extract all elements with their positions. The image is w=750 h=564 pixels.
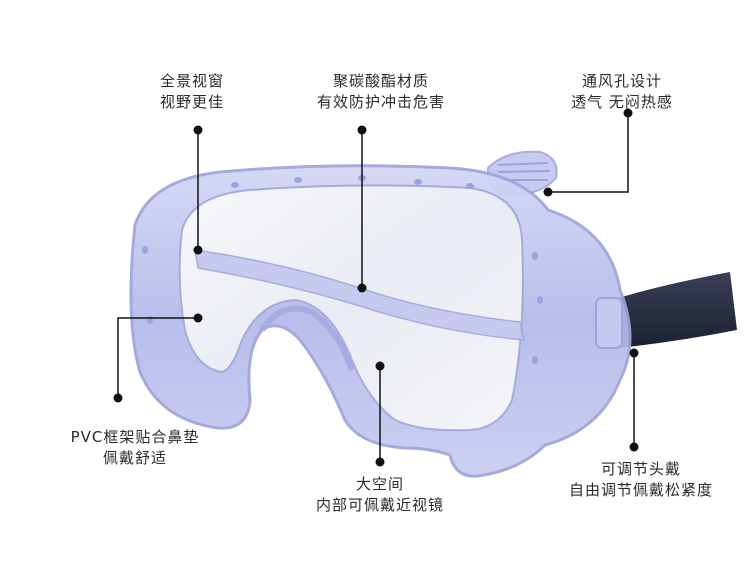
callout-frame-line2: 佩戴舒适: [102, 449, 167, 467]
vent-holes: [142, 175, 543, 364]
callout-space-line2: 内部可佩戴近视镜: [315, 496, 444, 514]
callout-lines: [117, 113, 635, 462]
callout-frame-line1: PVC框架贴合鼻垫: [70, 428, 200, 446]
callout-material-line1: 聚碳酸酯材质: [332, 72, 429, 90]
callout-vent-line1: 通风孔设计: [581, 72, 662, 90]
callout-panoramic-view: 全景视窗 视野更佳: [142, 71, 242, 113]
callout-frame: PVC框架贴合鼻垫 佩戴舒适: [50, 427, 220, 469]
head-strap-right: [612, 272, 737, 348]
nose-bridge: [259, 305, 355, 371]
callout-strap-line1: 可调节头戴: [600, 460, 681, 478]
callout-view-line2: 视野更佳: [159, 93, 224, 111]
callout-view-line1: 全景视窗: [159, 72, 224, 90]
callout-strap: 可调节头戴 自由调节佩戴松紧度: [546, 459, 736, 501]
callout-vent-line2: 透气 无闷热感: [571, 93, 673, 111]
lens-window: [178, 184, 524, 432]
callout-material-line2: 有效防护冲击危害: [316, 93, 445, 111]
callout-space-line1: 大空间: [355, 475, 404, 493]
callout-strap-line2: 自由调节佩戴松紧度: [568, 481, 713, 499]
inner-band: [194, 249, 525, 341]
callout-space: 大空间 内部可佩戴近视镜: [290, 474, 470, 516]
callout-material: 聚碳酸酯材质 有效防护冲击危害: [296, 71, 466, 113]
strap-buckle: [595, 297, 623, 349]
callout-dots: [113, 108, 639, 467]
callout-vent: 通风孔设计 透气 无闷热感: [547, 71, 697, 113]
